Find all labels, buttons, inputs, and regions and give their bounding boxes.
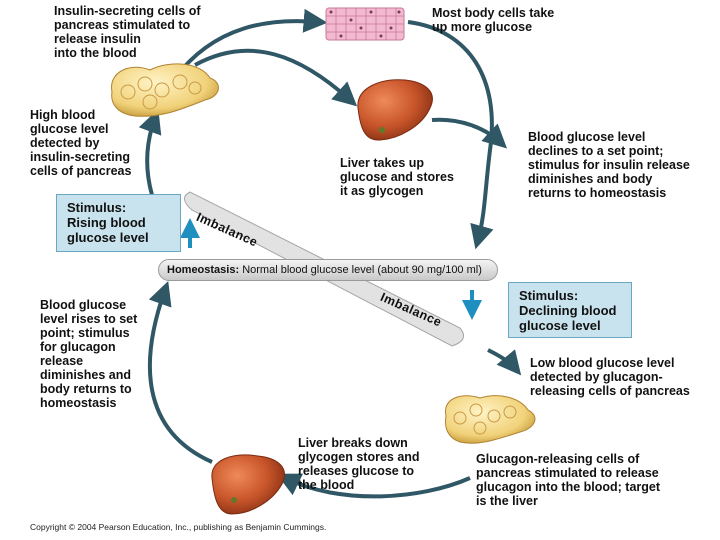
label-insulin-secreting: Insulin-secreting cells of pancreas stim… <box>54 4 201 60</box>
pancreas-bottom <box>445 395 536 444</box>
homeostasis-bar: Homeostasis: Normal blood glucose level … <box>158 259 498 281</box>
label-body-cells: Most body cells take up more glucose <box>432 6 555 34</box>
arrow-high-to-pancreas <box>138 108 162 196</box>
arrow-cells-down <box>407 20 494 250</box>
homeostasis-label: Homeostasis: <box>167 264 240 276</box>
label-rises: Blood glucose level rises to set point; … <box>40 298 138 410</box>
stimulus-declining-box: Stimulus: Declining blood glucose level <box>508 282 632 338</box>
label-liver-breaks: Liver breaks down glycogen stores and re… <box>298 436 420 492</box>
stimulus-rising-box: Stimulus: Rising blood glucose level <box>56 194 181 252</box>
label-liver-stores: Liver takes up glucose and stores it as … <box>340 156 454 198</box>
arrow-liver-to-left <box>148 280 213 464</box>
arrow-pancreas-to-liver <box>194 48 358 107</box>
label-high-glucose: High blood glucose level detected by ins… <box>30 108 132 178</box>
liver-top <box>357 79 433 141</box>
label-glucagon-releasing: Glucagon-releasing cells of pancreas sti… <box>476 452 661 508</box>
liver-bottom <box>211 454 285 515</box>
arrow-bar-to-low <box>487 348 522 376</box>
arrow-liver-to-right <box>431 117 508 149</box>
copyright-text: Copyright © 2004 Pearson Education, Inc.… <box>30 522 327 532</box>
label-low-glucose: Low blood glucose level detected by gluc… <box>530 356 690 398</box>
homeostasis-text: Normal blood glucose level (about 90 mg/… <box>239 264 482 276</box>
pancreas-top <box>111 63 219 117</box>
arrow-pancreas-to-cells <box>173 8 328 80</box>
arrow-pancreas-to-liver-bottom <box>276 473 471 499</box>
body-cells-tissue <box>325 7 405 41</box>
label-declines: Blood glucose level declines to a set po… <box>528 130 690 200</box>
